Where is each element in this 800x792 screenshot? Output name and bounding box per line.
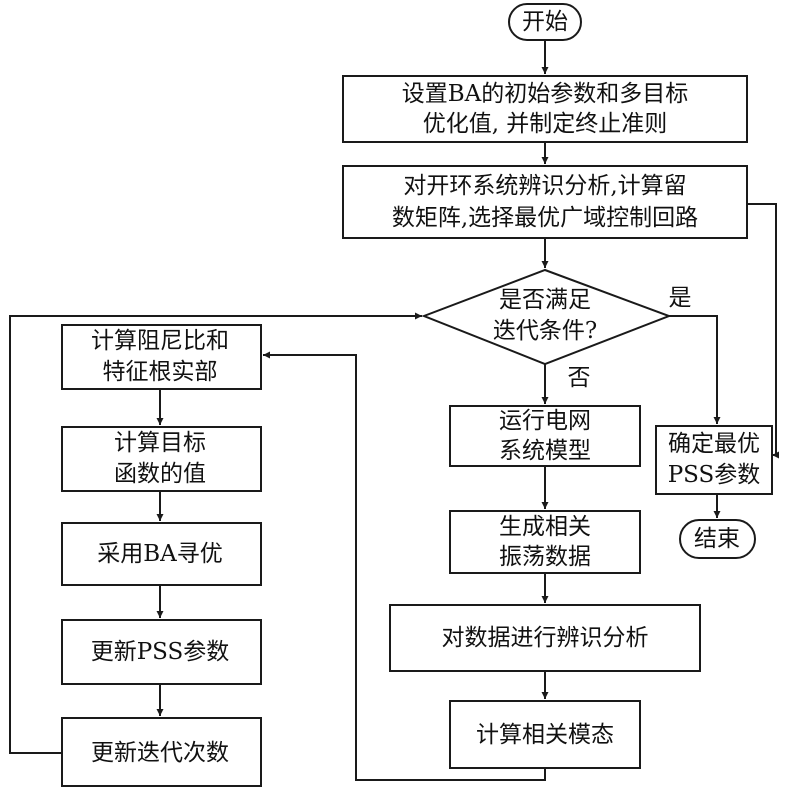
init-label-line2: 优化值, 并制定终止准则	[423, 111, 668, 137]
update-iter-node: 更新迭代次数	[61, 717, 262, 787]
update-pss-box	[61, 619, 262, 685]
start-label: 开始	[522, 9, 568, 35]
calc-mode-label: 计算相关模态	[476, 722, 614, 748]
identify-data-box	[389, 604, 701, 672]
identify-data-label: 对数据进行辨识分析	[442, 625, 649, 651]
damping-node: 计算阻尼比和 特征根实部	[61, 324, 262, 390]
arrow-mode-to-damping	[263, 351, 546, 781]
damping-label-line1: 计算阻尼比和	[91, 328, 229, 354]
objective-node: 计算目标 函数的值	[61, 426, 262, 492]
ba-opt-node: 采用BA寻优	[61, 522, 262, 586]
no-label: 否	[568, 365, 591, 391]
connectors	[9, 40, 779, 781]
arrow-iter-loop-back	[9, 312, 422, 754]
end-terminal	[679, 519, 756, 559]
decision-label-line2: 迭代条件?	[493, 318, 597, 344]
update-iter-label: 更新迭代次数	[91, 740, 229, 766]
run-grid-label-line1: 运行电网	[499, 408, 591, 434]
end-label: 结束	[694, 526, 740, 552]
end-node: 结束	[679, 519, 756, 559]
update-iter-box	[61, 717, 262, 787]
objective-box	[61, 426, 262, 492]
decision-label-line1: 是否满足	[499, 287, 591, 313]
ident-label-line2: 数矩阵,选择最优广域控制回路	[392, 205, 698, 231]
decision-node: 是否满足 迭代条件? 是 否	[421, 268, 692, 391]
init-node: 设置BA的初始参数和多目标 优化值, 并制定终止准则	[342, 75, 748, 143]
objective-label-line1: 计算目标	[114, 430, 206, 456]
confirm-node: 确定最优 PSS参数	[655, 425, 773, 495]
damping-label-line2: 特征根实部	[103, 359, 218, 385]
ident-box	[342, 165, 748, 239]
run-grid-box	[449, 405, 641, 467]
ba-opt-label: 采用BA寻优	[97, 541, 223, 567]
confirm-label-line1: 确定最优	[668, 431, 760, 457]
calc-mode-node: 计算相关模态	[449, 700, 641, 769]
run-grid-node: 运行电网 系统模型	[449, 405, 641, 467]
ba-opt-box	[61, 522, 262, 586]
gen-data-label-line2: 振荡数据	[499, 544, 591, 570]
confirm-label-line2: PSS参数	[668, 462, 761, 488]
gen-data-box	[449, 510, 641, 574]
calc-mode-box	[449, 700, 641, 769]
start-terminal	[508, 3, 582, 41]
update-pss-node: 更新PSS参数	[61, 619, 262, 685]
ident-node: 对开环系统辨识分析,计算留 数矩阵,选择最优广域控制回路	[342, 165, 748, 239]
damping-box	[61, 324, 262, 390]
run-grid-label-line2: 系统模型	[499, 438, 591, 464]
objective-label-line2: 函数的值	[114, 461, 206, 487]
gen-data-node: 生成相关 振荡数据	[449, 510, 641, 574]
ident-label-line1: 对开环系统辨识分析,计算留	[403, 173, 686, 199]
decision-diamond	[421, 268, 672, 366]
gen-data-label-line1: 生成相关	[499, 514, 591, 540]
update-pss-label: 更新PSS参数	[91, 639, 230, 665]
init-label-line1: 设置BA的初始参数和多目标	[402, 81, 689, 107]
yes-label: 是	[669, 285, 692, 311]
arrow-decision-yes	[669, 315, 721, 424]
arrow-ident-to-confirm	[747, 203, 779, 459]
init-box	[342, 75, 748, 143]
start-node: 开始	[508, 3, 582, 41]
identify-data-node: 对数据进行辨识分析	[389, 604, 701, 672]
confirm-box	[655, 425, 773, 495]
